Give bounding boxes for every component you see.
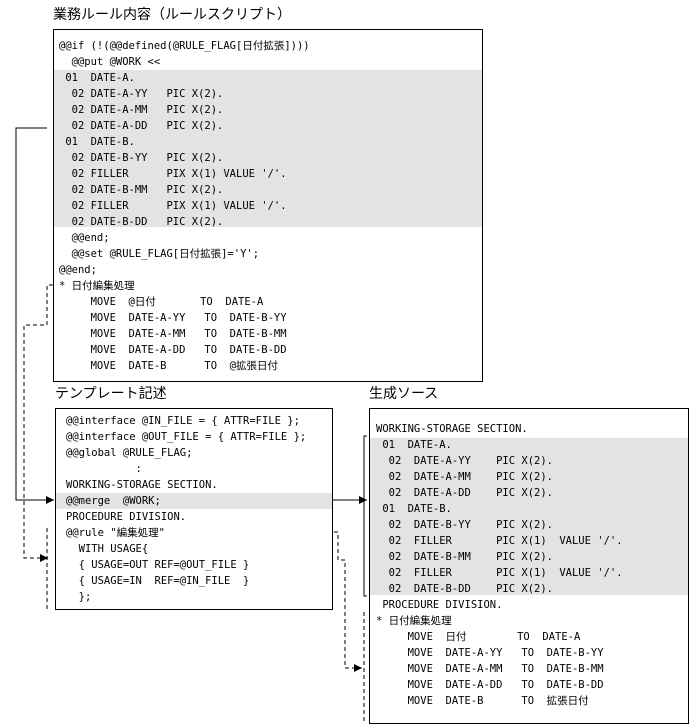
generated-code-line: MOVE 日付 TO DATE-A: [376, 631, 581, 643]
generated-code-line: * 日付編集処理: [376, 615, 452, 627]
rule-code-line: 01 DATE-A.: [59, 72, 135, 84]
template-code: @@interface @IN_FILE = { ATTR=FILE }; @@i…: [66, 413, 306, 605]
rule-code-line: MOVE DATE-B TO @拡張日付: [59, 360, 279, 372]
generated-code-line: WORKING-STORAGE SECTION.: [376, 423, 528, 435]
template-code-line: WITH USAGE{: [66, 543, 149, 555]
rule-code-line: MOVE @日付 TO DATE-A: [59, 296, 264, 308]
rule-work-highlight: [54, 70, 482, 227]
merge-highlight: [56, 493, 332, 509]
generated-box-title: 生成ソース: [369, 386, 439, 402]
merge-connector: [15, 127, 54, 504]
generated-code-line: PROCEDURE DIVISION.: [376, 599, 503, 611]
generated-code-line: 02 FILLER PIC X(1) VALUE '/'.: [376, 567, 623, 579]
template-box-title: テンプレート記述: [55, 386, 167, 402]
template-code-line: :: [66, 463, 142, 475]
generated-code-line: MOVE DATE-A-YY TO DATE-B-YY: [376, 647, 604, 659]
generated-code-line: MOVE DATE-A-DD TO DATE-B-DD: [376, 679, 604, 691]
rule-code-line: 02 DATE-A-YY PIC X(2).: [59, 88, 224, 100]
template-code-line: PROCEDURE DIVISION.: [66, 511, 187, 523]
generated-code-line: 02 DATE-B-YY PIC X(2).: [376, 519, 554, 531]
rule-script-code: @@if (!(@@defined(@RULE_FLAG[日付拡張]))) @@…: [59, 38, 310, 374]
template-code-line: { USAGE=IN REF=@IN_FILE }: [66, 575, 250, 587]
generated-code: WORKING-STORAGE SECTION. 01 DATE-A. 02 D…: [376, 421, 623, 709]
template-code-line: @@global @RULE_FLAG;: [66, 447, 193, 459]
generated-source-box: WORKING-STORAGE SECTION. 01 DATE-A. 02 D…: [369, 408, 689, 724]
template-code-line: @@interface @IN_FILE = { ATTR=FILE };: [66, 415, 300, 427]
rule-code-line: @@end;: [59, 264, 97, 276]
rule-code-line: @@if (!(@@defined(@RULE_FLAG[日付拡張]))): [59, 40, 310, 52]
rule-box-title: 業務ルール内容（ルールスクリプト）: [53, 7, 291, 23]
generated-code-line: 02 DATE-A-MM PIC X(2).: [376, 471, 554, 483]
rule-code-line: @@end;: [59, 232, 110, 244]
rule-code-line: 02 FILLER PIX X(1) VALUE '/'.: [59, 168, 287, 180]
rule-code-line: 02 DATE-B-YY PIC X(2).: [59, 152, 224, 164]
rule-code-line: @@put @WORK <<: [59, 56, 161, 68]
rule-code-line: 02 DATE-B-DD PIC X(2).: [59, 216, 224, 228]
rule-code-line: MOVE DATE-A-MM TO DATE-B-MM: [59, 328, 287, 340]
rule-code-line: * 日付編集処理: [59, 280, 135, 292]
generated-work-highlight: [370, 438, 688, 595]
rule-code-line: MOVE DATE-A-YY TO DATE-B-YY: [59, 312, 287, 324]
template-box: @@interface @IN_FILE = { ATTR=FILE }; @@i…: [55, 408, 333, 610]
generated-code-line: MOVE DATE-B TO 拡張日付: [376, 695, 589, 707]
generated-code-line: 01 DATE-B.: [376, 503, 452, 515]
rule-script-box: @@if (!(@@defined(@RULE_FLAG[日付拡張]))) @@…: [53, 29, 483, 382]
template-code-line: WORKING-STORAGE SECTION.: [66, 479, 218, 491]
rule-usage-connector: [23, 284, 53, 562]
generated-code-line: MOVE DATE-A-MM TO DATE-B-MM: [376, 663, 604, 675]
template-code-line: @@interface @OUT_FILE = { ATTR=FILE };: [66, 431, 307, 443]
rule-code-line: 01 DATE-B.: [59, 136, 135, 148]
template-code-line: @@rule "編集処理": [66, 527, 165, 539]
rule-code-line: MOVE DATE-A-DD TO DATE-B-DD: [59, 344, 287, 356]
rule-code-line: 02 DATE-A-DD PIC X(2).: [59, 120, 224, 132]
generated-code-line: 02 DATE-A-YY PIC X(2).: [376, 455, 554, 467]
rule-code-line: 02 DATE-B-MM PIC X(2).: [59, 184, 224, 196]
rule-code-line: 02 FILLER PIX X(1) VALUE '/'.: [59, 200, 287, 212]
generated-code-line: 02 FILLER PIC X(1) VALUE '/'.: [376, 535, 623, 547]
generated-code-line: 02 DATE-B-DD PIC X(2).: [376, 583, 554, 595]
template-code-line: @@merge @WORK;: [66, 495, 161, 507]
rule-code-line: 02 DATE-A-MM PIC X(2).: [59, 104, 224, 116]
procedure-connector: [334, 531, 362, 672]
rule-code-line: @@set @RULE_FLAG[日付拡張]='Y';: [59, 248, 260, 260]
generated-code-line: 02 DATE-A-DD PIC X(2).: [376, 487, 554, 499]
generated-code-line: 02 DATE-B-MM PIC X(2).: [376, 551, 554, 563]
template-code-line: };: [66, 591, 92, 603]
generated-code-line: 01 DATE-A.: [376, 439, 452, 451]
template-code-line: { USAGE=OUT REF=@OUT_FILE }: [66, 559, 250, 571]
